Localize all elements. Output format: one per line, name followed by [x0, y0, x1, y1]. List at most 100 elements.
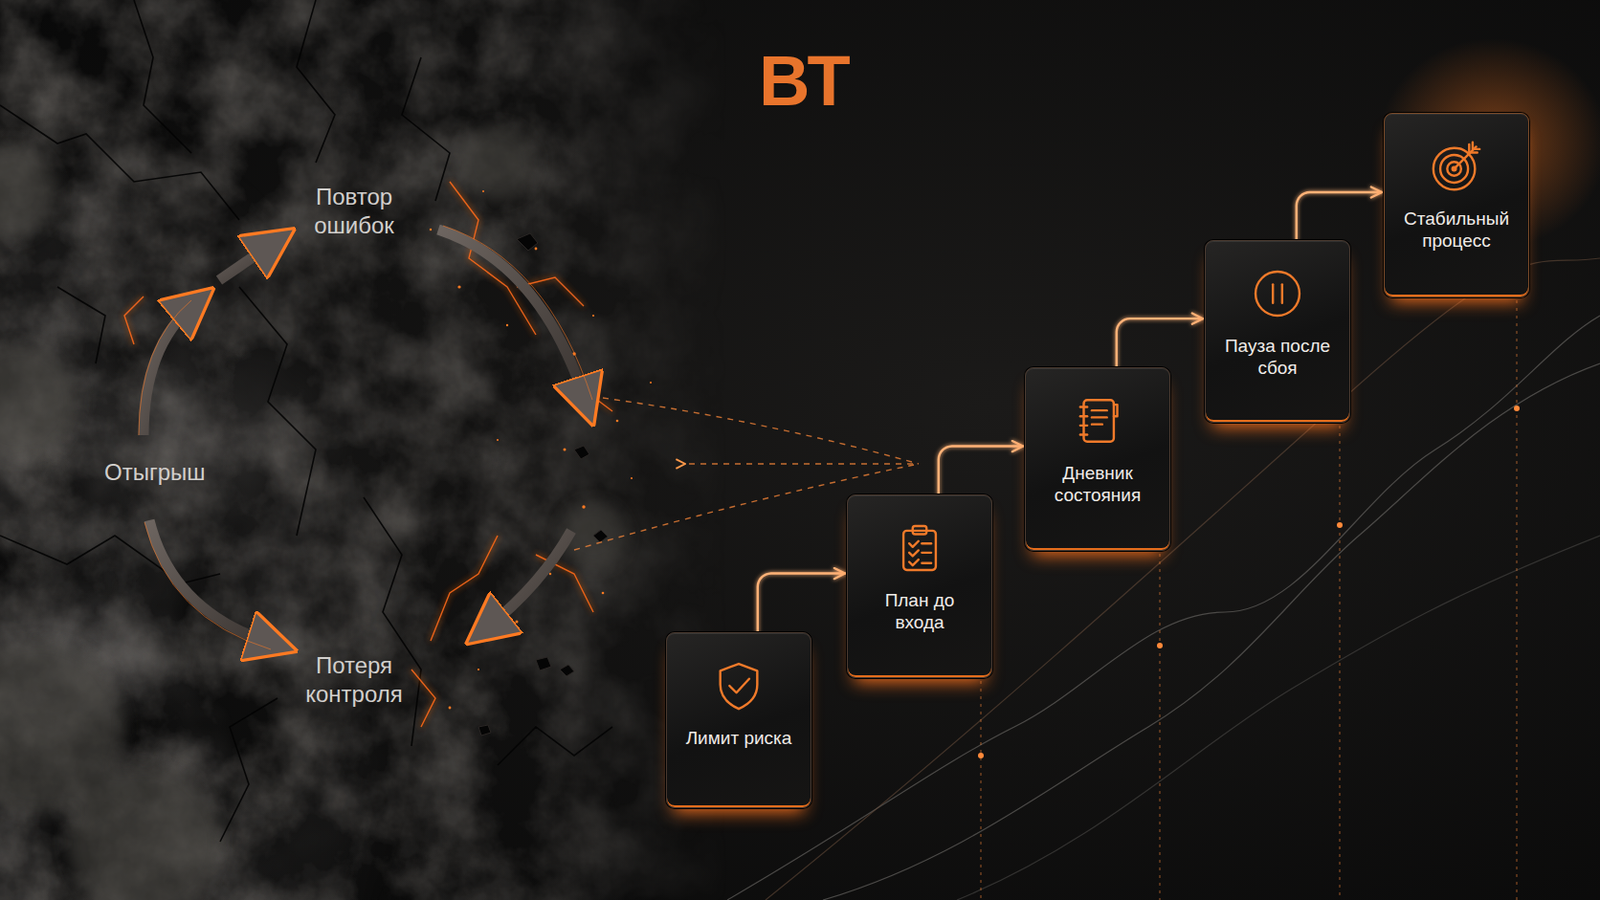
cycle-arrow-glow [138, 300, 192, 436]
cracks [0, 0, 613, 843]
cycle-arrows [143, 229, 586, 645]
box-label: Пауза после сбоя [1223, 334, 1332, 379]
embers [515, 621, 519, 624]
icon-strokes [921, 552, 932, 555]
cycle-label: Отыгрыш [104, 458, 206, 488]
icon-strokes [909, 559, 919, 566]
logo-text: BT [758, 37, 848, 127]
cycle-arrows [149, 520, 273, 645]
flow-arrow [612, 463, 686, 467]
icon-strokes [1255, 271, 1300, 316]
wave-dots [1513, 405, 1520, 412]
process-box: Дневник состояния [1024, 367, 1171, 552]
embers [496, 439, 499, 442]
notebook-icon [1069, 393, 1126, 449]
rubble [574, 445, 590, 460]
drop-lines [1159, 554, 1161, 900]
cracks [220, 698, 278, 843]
box-label: Лимит риска [686, 727, 793, 750]
icon-strokes [1255, 271, 1300, 316]
embers [448, 707, 452, 711]
icon-strokes [729, 679, 750, 694]
icon-strokes [1091, 409, 1108, 412]
embers [482, 190, 485, 193]
cycle-label: Повтор ошибок [291, 182, 417, 241]
icon-strokes [912, 526, 928, 534]
icon-strokes [1091, 416, 1108, 419]
wave-lines [727, 315, 1600, 900]
rubble [516, 233, 538, 251]
shield-icon [711, 658, 767, 714]
embers [601, 592, 605, 596]
cracks [497, 727, 613, 766]
rubble [535, 657, 552, 671]
cracks [296, 0, 335, 163]
wave-lines [822, 363, 1600, 900]
cracks [363, 497, 422, 747]
embers [649, 381, 652, 384]
cracks [0, 535, 221, 584]
embers [630, 477, 633, 480]
clipboard-icon [891, 520, 948, 577]
embers [549, 573, 552, 576]
cycle-arrow-glow [443, 225, 593, 400]
icon-strokes [909, 550, 919, 556]
wave-dots [977, 753, 984, 759]
process-box: Стабильный процесс [1383, 112, 1530, 298]
cracks [239, 287, 316, 536]
embers [616, 420, 620, 423]
icon-strokes [1080, 424, 1088, 427]
embers [592, 314, 595, 317]
icon-strokes [1080, 400, 1118, 443]
step-connector [1296, 192, 1382, 241]
process-box: План до входа [846, 494, 993, 679]
icon-strokes [903, 526, 936, 571]
cycle-label: Потеря контроля [287, 651, 422, 710]
box-label: Дневник состояния [1044, 462, 1152, 507]
icon-strokes [921, 561, 932, 564]
embers [429, 228, 432, 231]
drop-lines [1339, 425, 1341, 900]
cycle-arrows [219, 243, 274, 281]
embers [581, 505, 585, 509]
rubble [593, 530, 608, 543]
smoke-puffs [66, 765, 221, 900]
step-connector [938, 446, 1023, 495]
embers [506, 324, 509, 327]
glowing-cracks [124, 296, 144, 345]
icon-strokes [1271, 284, 1274, 303]
icon-strokes [1080, 433, 1088, 436]
embers [563, 448, 567, 452]
converging-dashes [602, 398, 919, 465]
cracks [133, 0, 192, 154]
cycle-arrows [486, 531, 572, 629]
wave-dots [1156, 643, 1163, 649]
cracks [57, 287, 106, 364]
icon-strokes [1091, 422, 1103, 425]
wave-lines [765, 258, 1600, 900]
icon-strokes [720, 664, 758, 710]
target-icon [1428, 138, 1485, 195]
drop-lines [1516, 300, 1518, 900]
embers [429, 190, 652, 710]
icon-strokes [1080, 405, 1088, 408]
pause-icon [1249, 266, 1306, 322]
cracks [0, 105, 240, 221]
wave-lines [727, 258, 1600, 900]
smoke-puffs [0, 124, 627, 900]
smoke-puffs [0, 344, 77, 460]
embers [477, 668, 480, 671]
rubble [478, 725, 491, 736]
icon-strokes [720, 664, 758, 710]
cycle-arrow-glow [144, 522, 271, 650]
smoke-puffs [459, 124, 536, 201]
icon-strokes [903, 531, 936, 571]
icon-strokes [1080, 415, 1088, 418]
glowing-cracks [411, 669, 436, 728]
icon-strokes [1281, 284, 1284, 303]
process-box: Пауза после сбоя [1204, 240, 1351, 423]
icon-strokes [1084, 400, 1114, 443]
converging-dashes [688, 463, 919, 465]
step-connector [1116, 318, 1203, 368]
icon-strokes [1113, 404, 1118, 417]
